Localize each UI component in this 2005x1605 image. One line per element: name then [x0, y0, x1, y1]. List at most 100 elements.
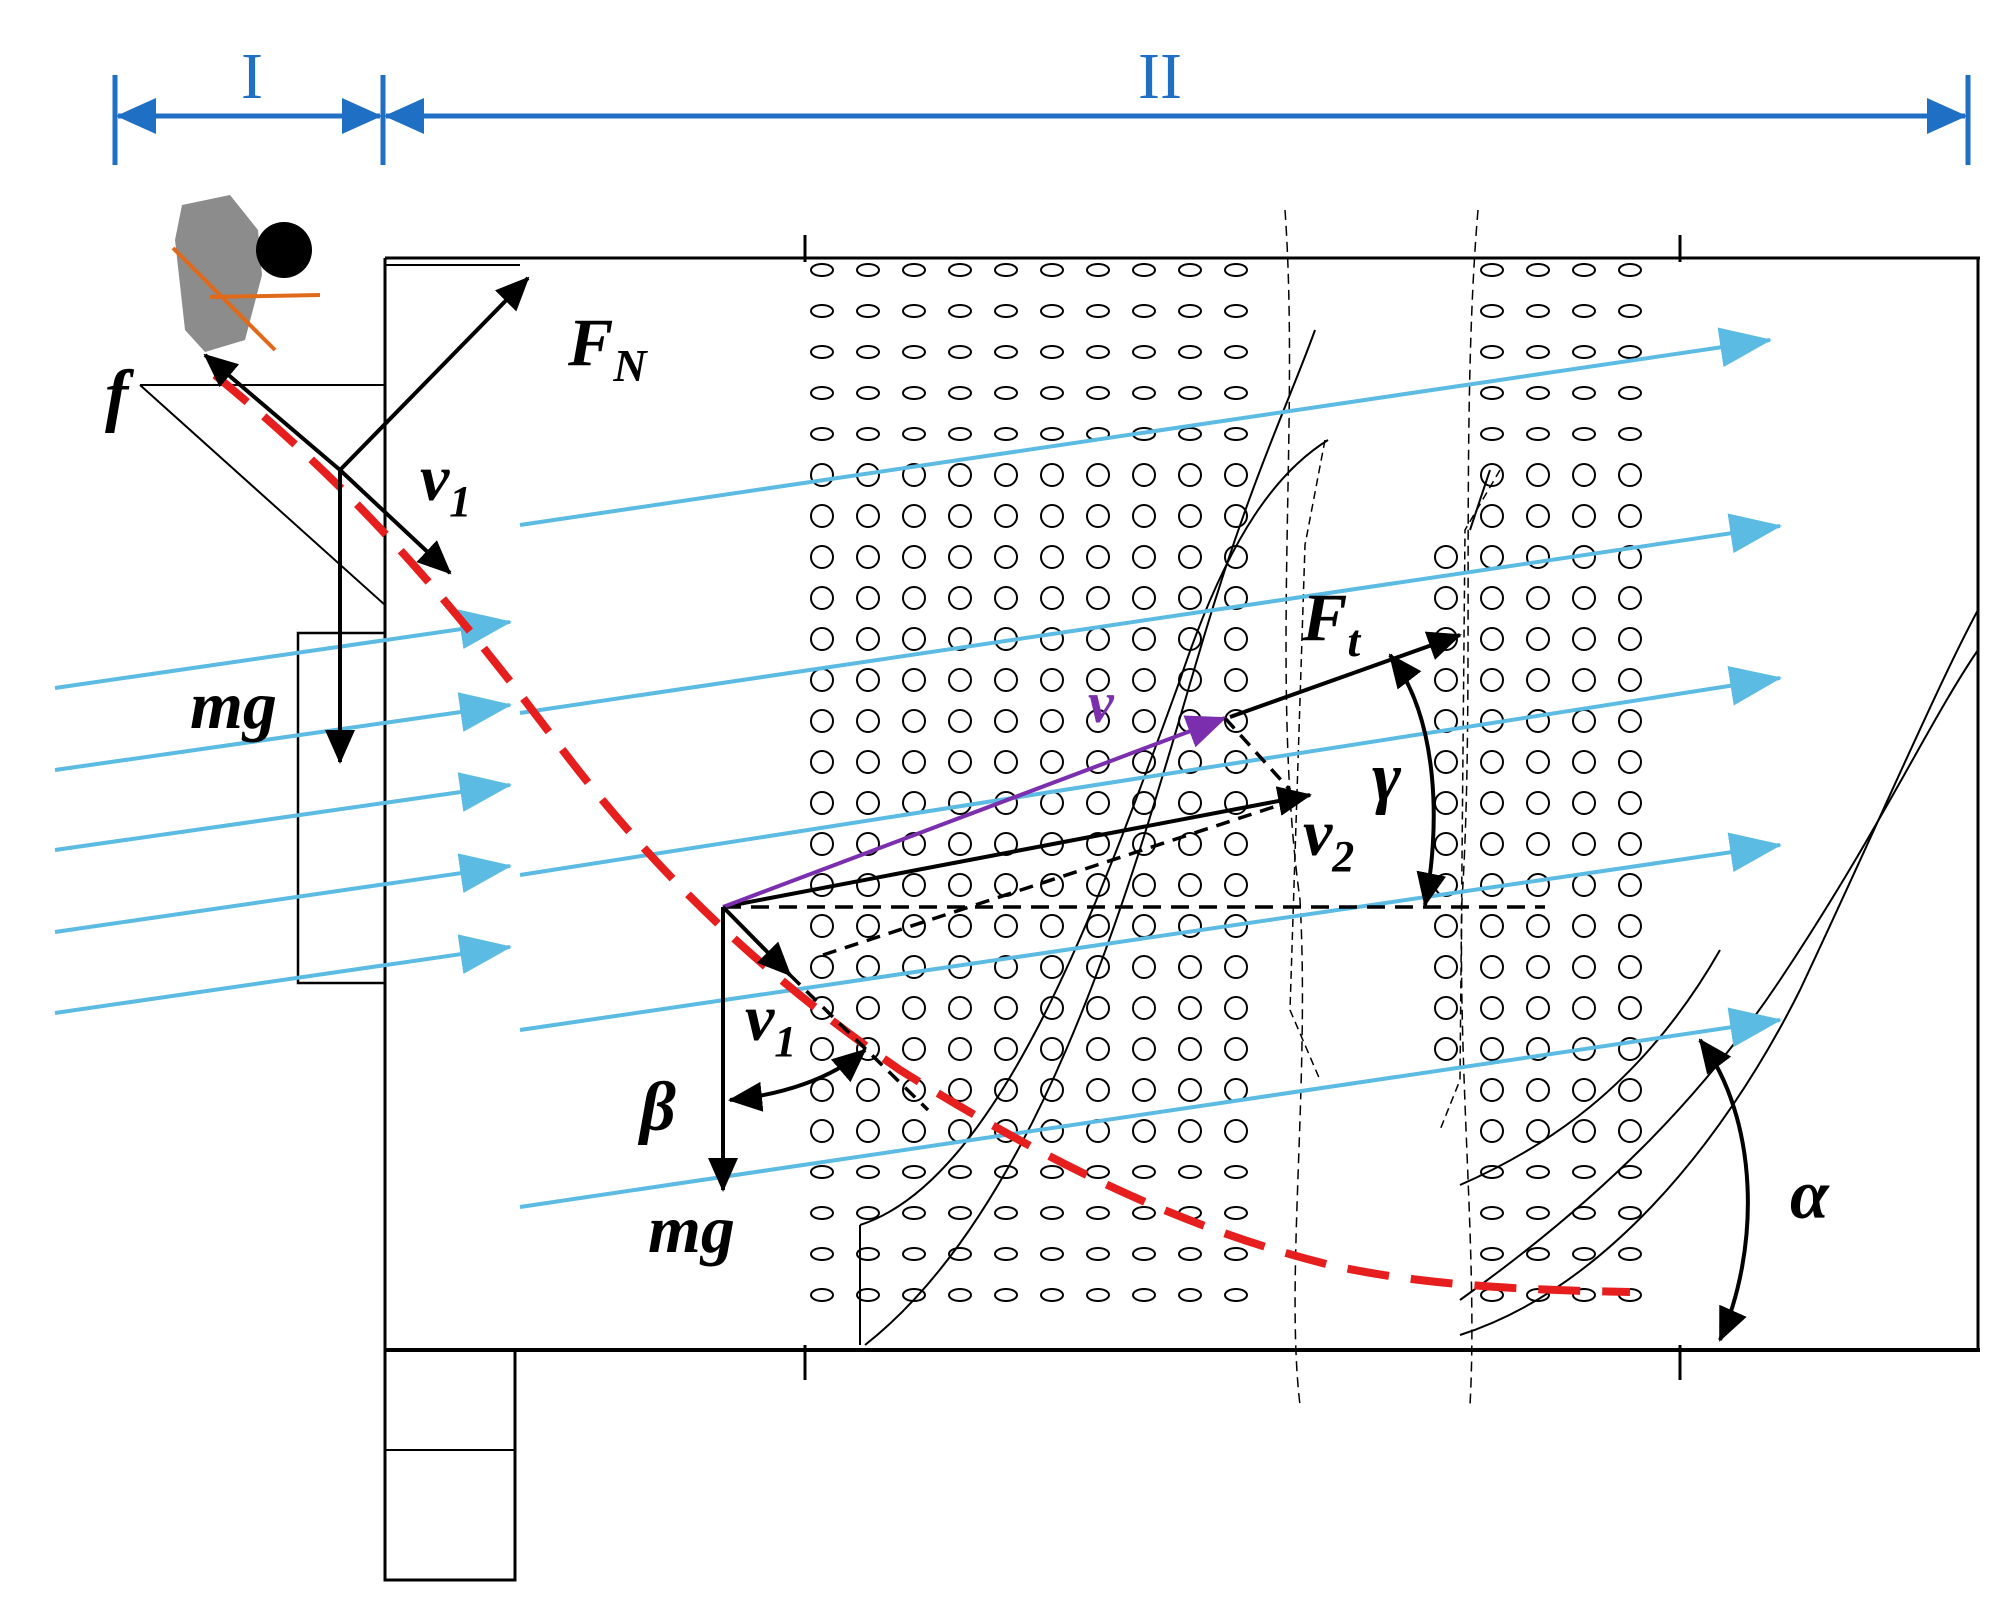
screen-hole	[1224, 504, 1248, 528]
friction-arrow	[203, 353, 342, 472]
screen-hole	[1086, 791, 1110, 815]
label-gravity-top: mg	[190, 667, 277, 743]
label-normal-force: FN	[567, 304, 648, 391]
screen-hole	[1480, 1165, 1504, 1179]
region-2-label: II	[1138, 40, 1182, 113]
screen-hole	[1480, 263, 1504, 277]
screen-hole	[1618, 668, 1642, 692]
screen-hole	[1480, 832, 1504, 856]
screen-hole	[994, 427, 1018, 441]
screen-hole	[1618, 345, 1642, 359]
screen-hole	[902, 545, 926, 569]
screen-hole	[1480, 791, 1504, 815]
screen-hole	[1434, 545, 1458, 569]
label-gravity-bottom: mg	[648, 1191, 735, 1267]
screen-hole	[1480, 1206, 1504, 1220]
region-brackets: I II	[112, 40, 1971, 165]
velocity-2-arrow	[722, 786, 1312, 909]
screen-hole	[1132, 504, 1156, 528]
screen-hole	[948, 914, 972, 938]
velocity-1-bottom-arrow	[721, 905, 792, 977]
screen-hole	[1526, 627, 1550, 651]
parallelogram-dashed-2	[1223, 716, 1292, 792]
force-t-arrow	[1229, 631, 1462, 719]
screen-hole	[1434, 668, 1458, 692]
screen-hole	[1040, 263, 1064, 277]
screen-hole	[1572, 996, 1596, 1020]
screen-hole	[1224, 427, 1248, 441]
label-friction: f	[105, 357, 135, 434]
screen-hole	[1480, 955, 1504, 979]
screen-hole	[1086, 504, 1110, 528]
screen-hole	[1618, 832, 1642, 856]
screen-hole	[1132, 345, 1156, 359]
screen-hole	[1434, 996, 1458, 1020]
screen-hole	[1526, 545, 1550, 569]
screen-hole	[902, 750, 926, 774]
screen-hole	[810, 914, 834, 938]
screen-hole	[1480, 304, 1504, 318]
screen-hole	[1224, 668, 1248, 692]
screen-hole	[856, 668, 880, 692]
screen-hole	[1040, 504, 1064, 528]
particle-body	[175, 195, 262, 352]
screen-hole	[1132, 750, 1156, 774]
screen-hole	[856, 586, 880, 610]
screen-hole	[1480, 750, 1504, 774]
screen-hole	[856, 1288, 880, 1302]
screen-hole	[1618, 1165, 1642, 1179]
screen-hole	[1132, 1037, 1156, 1061]
screen-hole	[994, 1288, 1018, 1302]
screen-hole	[1526, 304, 1550, 318]
screen-hole	[1178, 1165, 1202, 1179]
screen-hole	[1224, 386, 1248, 400]
screen-hole	[994, 545, 1018, 569]
parallelogram-dashed-1	[822, 793, 1311, 957]
screen-hole	[902, 1247, 926, 1261]
screen-hole	[856, 914, 880, 938]
screen-hole	[1132, 955, 1156, 979]
screen-hole	[1224, 1288, 1248, 1302]
screen-hole	[948, 504, 972, 528]
screen-hole	[1526, 586, 1550, 610]
screen-hole	[1480, 1119, 1504, 1143]
screen-hole	[1132, 1119, 1156, 1143]
screen-hole	[1434, 1037, 1458, 1061]
screen-hole	[948, 1247, 972, 1261]
screen-hole	[810, 1247, 834, 1261]
screen-hole	[1178, 427, 1202, 441]
screen-hole	[1040, 873, 1064, 897]
normal-force-arrow	[338, 276, 530, 472]
screen-hole	[948, 1206, 972, 1220]
screen-hole	[1572, 1078, 1596, 1102]
screen-hole	[1526, 1037, 1550, 1061]
screen-hole	[1618, 263, 1642, 277]
screen-hole	[1526, 463, 1550, 487]
screen-hole	[1178, 873, 1202, 897]
screen-hole	[1618, 463, 1642, 487]
screen-hole	[810, 668, 834, 692]
screen-hole	[948, 386, 972, 400]
screen-hole	[856, 345, 880, 359]
screen-hole	[1040, 586, 1064, 610]
screen-hole	[810, 709, 834, 733]
screen-hole	[994, 955, 1018, 979]
screen-hole	[1132, 668, 1156, 692]
angle-beta-arc	[728, 1048, 867, 1112]
screen-hole	[1618, 504, 1642, 528]
screen-hole	[1572, 709, 1596, 733]
screen-hole	[1178, 914, 1202, 938]
screen-hole	[1572, 304, 1596, 318]
screen-hole	[994, 914, 1018, 938]
screen-hole	[1224, 955, 1248, 979]
screen-hole	[1618, 586, 1642, 610]
screen-hole	[810, 304, 834, 318]
screen-hole	[994, 386, 1018, 400]
screen-hole	[1224, 996, 1248, 1020]
screen-hole	[1526, 955, 1550, 979]
screen-hole	[1526, 996, 1550, 1020]
screen-hole	[810, 1288, 834, 1302]
screen-hole	[948, 1165, 972, 1179]
screen-hole	[1178, 545, 1202, 569]
screen-hole	[856, 709, 880, 733]
